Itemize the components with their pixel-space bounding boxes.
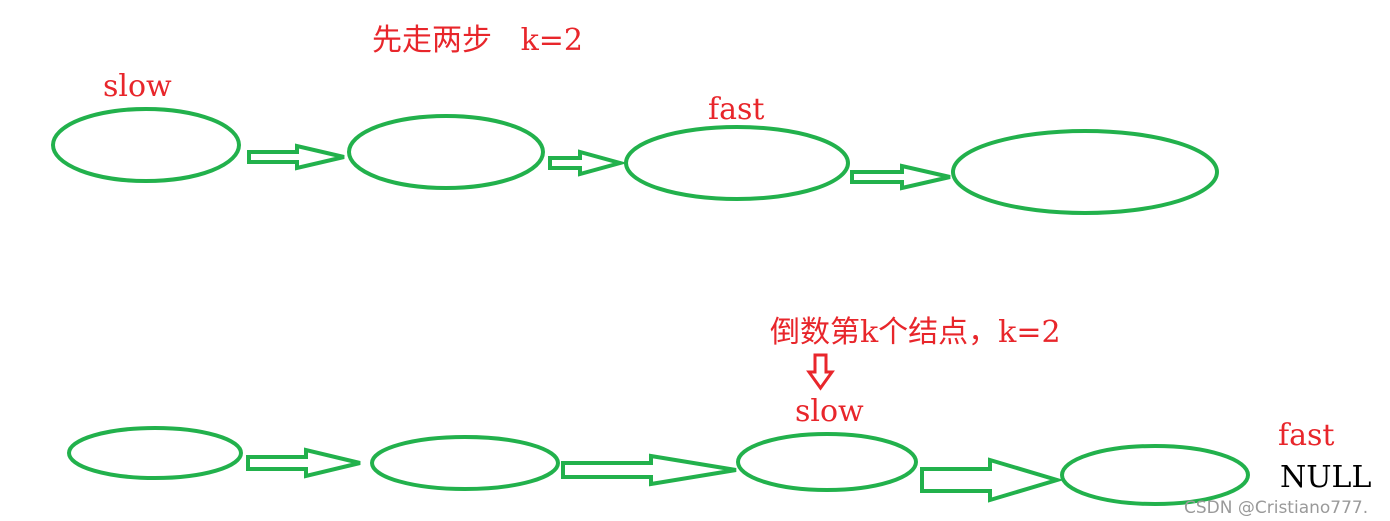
top-node-4 [951,129,1219,215]
top-node-2 [347,114,545,190]
top-node-3 [624,125,850,201]
bottom-arrow-1 [246,447,361,479]
top-title: 先走两步 k=2 [372,23,583,58]
bottom-fast-label: fast [1278,418,1334,453]
bottom-arrow-3 [920,457,1064,503]
bottom-title: 倒数第k个结点，k=2 [770,315,1061,350]
bottom-arrow-2 [561,453,737,487]
top-arrow-1 [247,143,345,171]
bottom-node-3 [736,432,918,492]
top-arrow-2 [548,149,628,177]
top-arrow-3 [850,163,951,191]
down-arrow-icon [806,353,835,391]
bottom-node-2 [370,435,560,491]
bottom-slow-label: slow [795,394,864,429]
top-fast-label: fast [708,92,764,127]
top-slow-label: slow [103,69,172,104]
bottom-node-1 [67,426,243,480]
null-label: NULL [1280,460,1371,495]
top-node-1 [51,107,241,183]
bottom-node-4 [1060,444,1250,506]
watermark: CSDN @Cristiano777. [1184,498,1368,518]
